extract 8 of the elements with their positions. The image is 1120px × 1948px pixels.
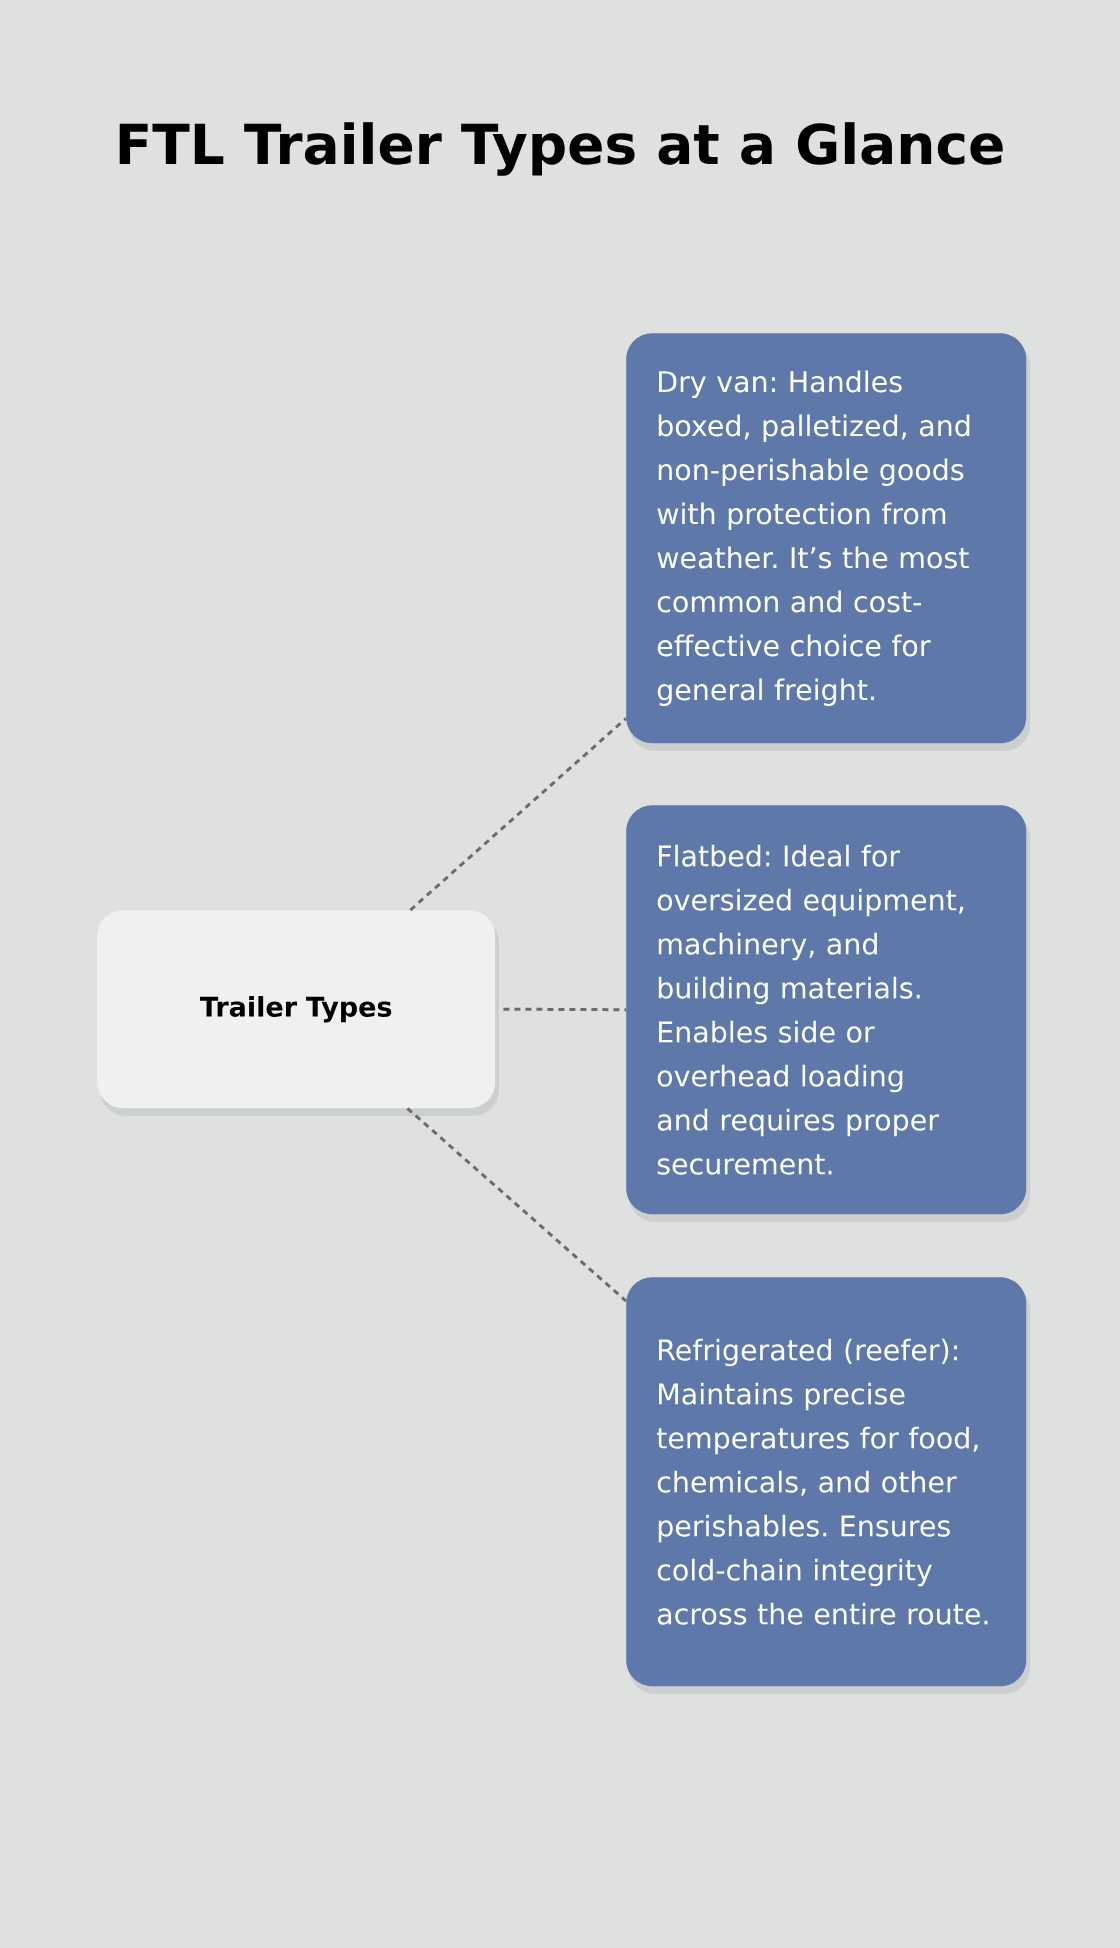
text-card: Dry van: Handles boxed, palletized, and non-perishable goods with protection from weather. It’s the most common and cost-effective choice for general freight. [626, 333, 1030, 751]
topic-box: Trailer Types [97, 910, 499, 1116]
title: FTL Trailer Types at a Glance [119, 122, 1003, 176]
dotted-line [406, 1107, 627, 1303]
dotted-line [409, 717, 627, 912]
text-card: Flatbed: Ideal for oversized equipment, machinery, and building materials. Enables side or overhead loading and requires proper securement. [626, 805, 1030, 1222]
text-card: Refrigerated (reefer): Maintains precise temperatures for food, chemicals, and other perishables. Ensures cold-chain integrity across the entire route. [626, 1277, 1030, 1694]
dotted-line [503, 1007, 626, 1012]
